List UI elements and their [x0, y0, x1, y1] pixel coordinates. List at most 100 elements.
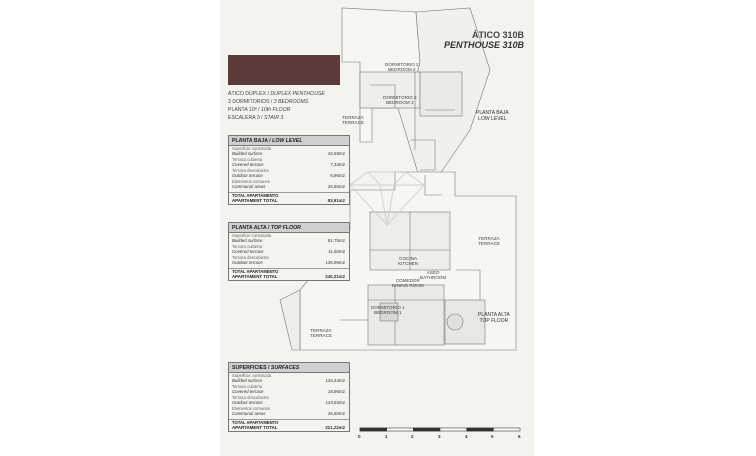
- scale-tick-label: 4: [465, 434, 468, 439]
- heading-es: PLANTA BAJA /: [232, 137, 273, 144]
- row-label-en: Outdoor terrace: [232, 399, 263, 405]
- row-label-es: Terraza descubierta: [232, 255, 269, 260]
- title-es: ÁTICO 310B: [471, 30, 524, 40]
- heading-en: LOW LEVEL: [272, 137, 303, 144]
- heading-en: TOP FLOOR: [270, 224, 301, 231]
- row-value: 11,60m2: [328, 249, 345, 254]
- surfaces-table: SUPERFICIES / SURFACES Superficie constr…: [228, 362, 350, 432]
- terrace-low-text: TERRAZA TERRACE: [342, 115, 364, 125]
- heading-es: SUPERFICIES /: [232, 364, 271, 371]
- row-label-en: Covered terrace: [232, 161, 264, 167]
- top-floor-en: TOP FLOOR: [479, 318, 509, 324]
- scale-tick-label: 0: [358, 434, 361, 439]
- scale-tick-label: 1: [385, 434, 388, 439]
- low-level-table: PLANTA BAJA / LOW LEVEL Superficie const…: [228, 135, 350, 205]
- top-floor-table: PLANTA ALTA / TOP FLOOR Superficie const…: [228, 222, 350, 281]
- total-label-es: TOTAL APARTAMENTO: [232, 193, 279, 198]
- row-label-es: Terraza cubierta: [232, 384, 263, 389]
- total-label-es: TOTAL APARTAMENTO: [232, 269, 279, 274]
- stair-es: ESCALERA 3 /: [228, 115, 265, 121]
- total-value: 321,22m2: [325, 425, 345, 430]
- bathroom-text: ASEO BATHROOM: [420, 270, 447, 280]
- row-value: 91.75m2: [327, 238, 345, 243]
- room-label-bedroom2: DORMITORIO 2 BEDROOM 2: [385, 62, 419, 72]
- intro-floor: PLANTA 10ª / 10th FLOOR: [228, 106, 348, 114]
- room-label-kitchen: COCINA KITCHEN: [398, 256, 418, 266]
- row-label-en: Builded surface: [232, 377, 263, 383]
- terrace-top-right-text: TERRAZA TERRACE: [478, 236, 500, 246]
- row-label-es: Terraza descubierta: [232, 395, 269, 400]
- row-label-en: Outdoor terrace: [232, 259, 263, 265]
- intro-bedrooms: 3 DORMITORIOS / 3 BEDROOMS: [228, 98, 348, 106]
- row-value: 18,96m2: [327, 389, 345, 394]
- brand-bar: [228, 55, 340, 85]
- row-value: 6,96m2: [330, 173, 345, 178]
- intro-type: ÁTICO DÚPLEX / DUPLEX PENTHOUSE: [228, 90, 348, 98]
- floor-es: PLANTA 10ª /: [228, 107, 261, 113]
- total-label-en: APARTAMENT TOTAL: [232, 273, 278, 279]
- low-level-en: LOW LEVEL: [478, 116, 507, 122]
- bedroom3-text: DORMITORIO 3 BEDROOM 3: [383, 95, 417, 105]
- total-label-es: TOTAL APARTAMENTO: [232, 420, 279, 425]
- room-label-terrace-top-left: TERRAZA TERRACE: [310, 328, 332, 338]
- row-label-es: Superficie construida: [232, 233, 272, 238]
- row-label-en: Communal areas: [232, 183, 266, 189]
- floor-plan-sheet: ÁTICO 310B PENTHOUSE 310B ÁTICO DÚPLEX /…: [220, 0, 534, 456]
- kitchen-text: COCINA KITCHEN: [398, 256, 419, 266]
- total-value: 240,31m2: [325, 274, 345, 279]
- bedroom1-text: DORMITORIO 1 BEDROOM 1: [371, 305, 405, 315]
- room-label-bedroom3: DORMITORIO 3 BEDROOM 3: [383, 95, 417, 105]
- row-label-en: Outdoor terrace: [232, 172, 263, 178]
- type-en: DUPLEX PENTHOUSE: [270, 91, 325, 97]
- total-value: 83,91m2: [327, 198, 345, 203]
- row-value: 42.69m2: [327, 151, 345, 156]
- scale-tick-label: 6: [518, 434, 521, 439]
- type-es: ÁTICO DÚPLEX /: [228, 91, 271, 97]
- terrace-top-left-text: TERRAZA TERRACE: [310, 328, 332, 338]
- surfaces-heading: SUPERFICIES / SURFACES: [229, 363, 349, 373]
- row-label-es: Elementos comunes: [232, 179, 270, 184]
- top-floor-heading: PLANTA ALTA / TOP FLOOR: [229, 223, 349, 233]
- row-label-es: Terraza cubierta: [232, 157, 263, 162]
- row-label-en: Covered terrace: [232, 248, 264, 254]
- apartment-intro: ÁTICO DÚPLEX / DUPLEX PENTHOUSE 3 DORMIT…: [228, 90, 348, 122]
- stair-en: STAIR 3: [264, 115, 284, 121]
- row-value: 7,34m2: [330, 162, 345, 167]
- title-block: ÁTICO 310B PENTHOUSE 310B: [444, 30, 524, 50]
- top-floor-es: PLANTA ALTA: [478, 312, 510, 318]
- heading-es: PLANTA ALTA /: [232, 224, 271, 231]
- room-label-terrace-top-right: TERRAZA TERRACE: [478, 236, 500, 246]
- bedrooms-es: 3 DORMITORIOS /: [228, 99, 274, 105]
- row-label-en: Communal areas: [232, 410, 266, 416]
- row-label-es: Elementos comunes: [232, 406, 270, 411]
- total-label-en: APARTAMENT TOTAL: [232, 424, 278, 430]
- room-label-bedroom1: DORMITORIO 1 BEDROOM 1: [371, 305, 405, 315]
- row-value: 143,92m2: [325, 400, 345, 405]
- row-label-es: Superficie construida: [232, 373, 272, 378]
- row-label-es: Terraza descubierta: [232, 168, 269, 173]
- row-label-es: Terraza cubierta: [232, 244, 263, 249]
- row-value: 26,60m2: [327, 184, 345, 189]
- low-level-es: PLANTA BAJA: [476, 110, 509, 116]
- room-label-terrace-low: TERRAZA TERRACE: [342, 115, 364, 125]
- scale-tick-label: 2: [411, 434, 414, 439]
- row-label-es: Superficie construida: [232, 146, 272, 151]
- scale-tick-label: 5: [491, 434, 494, 439]
- bedroom2-text: DORMITORIO 2 BEDROOM 2: [385, 62, 419, 72]
- room-label-bathroom: ASEO BATHROOM: [420, 270, 446, 280]
